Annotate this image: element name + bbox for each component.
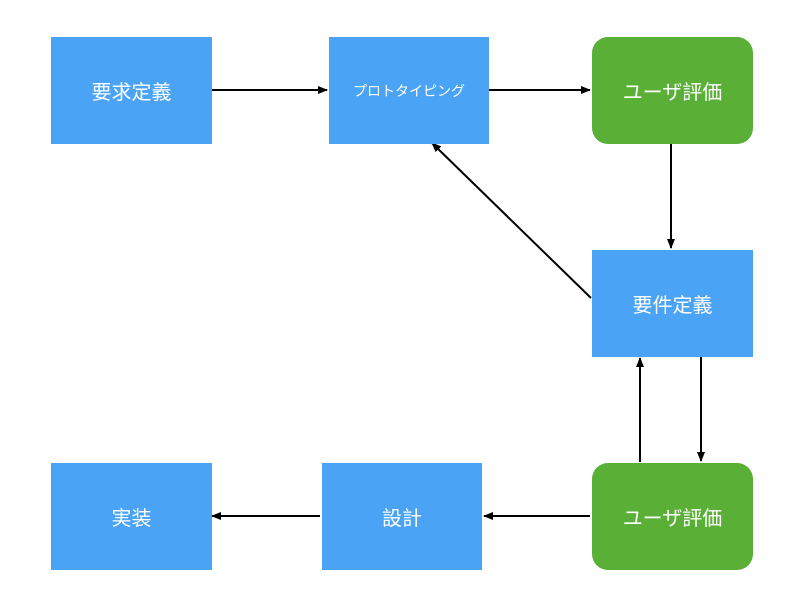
node-requirements-specification: 要件定義 xyxy=(592,250,753,357)
node-label: 設計 xyxy=(382,506,422,530)
edge-requirements-spec-to-prototyping xyxy=(431,142,592,299)
node-prototyping: プロトタイピング xyxy=(329,37,489,144)
node-label: ユーザ評価 xyxy=(622,506,723,530)
node-label: 要件定義 xyxy=(632,293,713,317)
node-label: プロトタイピング xyxy=(353,83,465,100)
node-user-evaluation-1: ユーザ評価 xyxy=(592,37,753,144)
node-implementation: 実装 xyxy=(51,463,212,570)
node-label: ユーザ評価 xyxy=(622,80,723,104)
node-requirements-definition: 要求定義 xyxy=(51,37,212,144)
node-label: 要求定義 xyxy=(91,80,172,104)
node-design: 設計 xyxy=(322,463,482,570)
node-label: 実装 xyxy=(111,506,152,530)
node-user-evaluation-2: ユーザ評価 xyxy=(592,463,753,570)
